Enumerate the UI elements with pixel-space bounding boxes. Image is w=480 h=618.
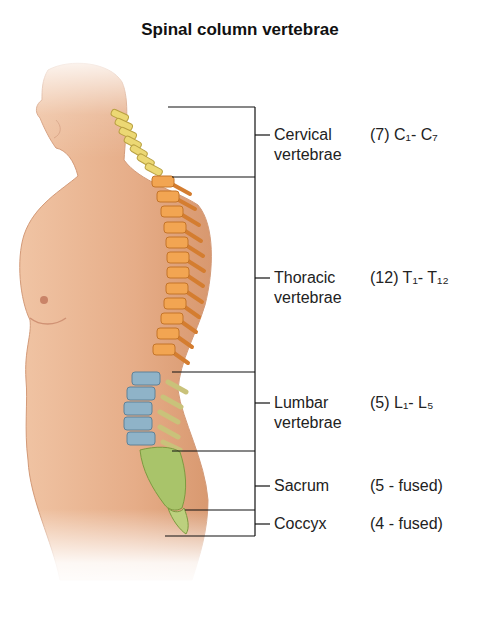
- thoracic-vertebrae: [152, 176, 189, 355]
- vertebra-count: (4 - fused): [370, 514, 443, 534]
- region-bracket: [165, 107, 270, 536]
- vertebra-count: (5 - fused): [370, 476, 443, 496]
- region-name: Lumbar vertebrae: [274, 393, 362, 433]
- vertebra-count: (5) L₁- L₅: [370, 393, 433, 413]
- sacrum: [140, 447, 186, 510]
- region-name: Coccyx: [274, 514, 362, 534]
- vertebra-count: (7) C₁- C₇: [370, 125, 438, 145]
- coccyx: [168, 508, 188, 534]
- diagram-title: Spinal column vertebrae: [0, 20, 480, 40]
- region-name: Thoracic vertebrae: [274, 268, 362, 308]
- lumbar-vertebrae: [124, 372, 186, 450]
- body-silhouette: [0, 50, 240, 590]
- region-name: Sacrum: [274, 476, 362, 496]
- region-name: Cervical vertebrae: [274, 125, 362, 165]
- vertebra-count: (12) T₁- T₁₂: [370, 268, 449, 288]
- cervical-vertebrae: [110, 108, 163, 176]
